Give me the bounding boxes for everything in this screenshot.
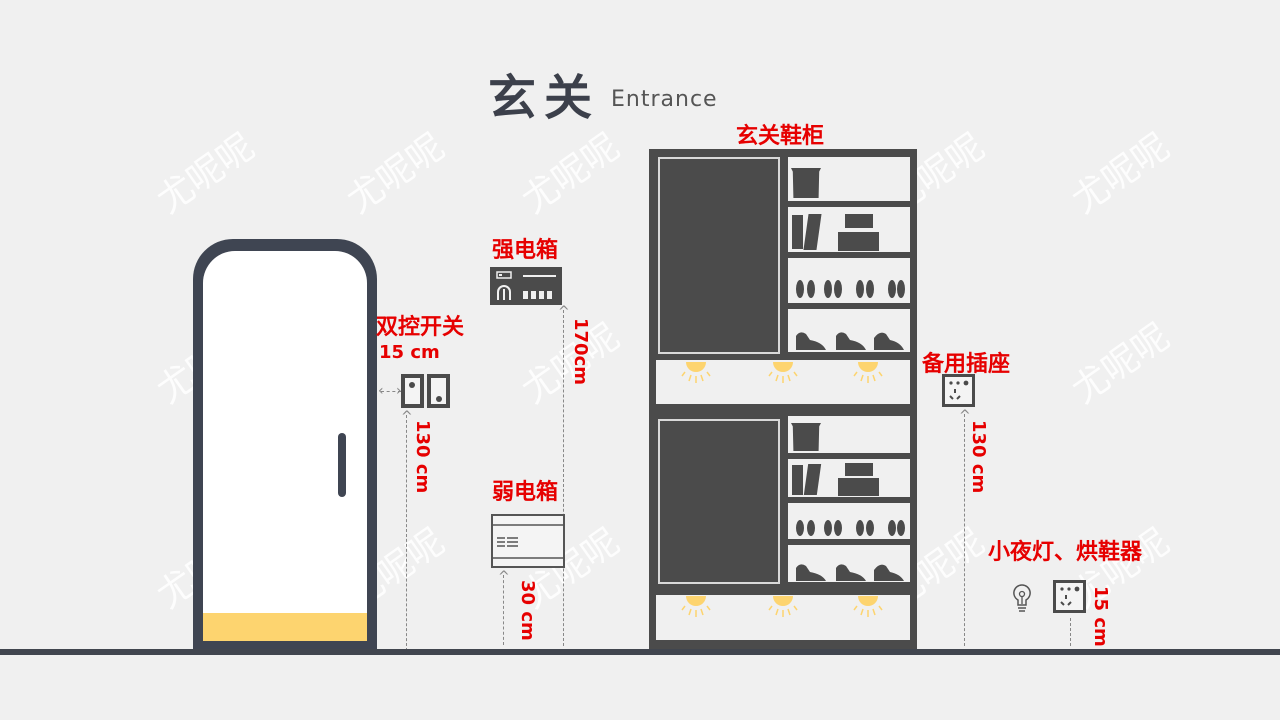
- double-switch-icon: [401, 374, 450, 408]
- power-box-height-label: 170cm: [570, 318, 591, 385]
- box-icon: [838, 232, 879, 251]
- ceiling-lamp-icon: [853, 362, 883, 383]
- books-icon: [792, 465, 803, 495]
- power-box-icon: [490, 267, 562, 305]
- page-subtitle: Entrance: [611, 87, 718, 112]
- weak-box-label: 弱电箱: [492, 480, 559, 505]
- arrow-up-icon: ^: [558, 304, 570, 320]
- arrow-up-icon: ^: [959, 408, 971, 424]
- switch-height-line: [406, 415, 407, 651]
- ceiling-lamp-icon: [681, 362, 711, 383]
- door-handle: [338, 433, 346, 497]
- weak-box-icon: [491, 514, 565, 568]
- switch-offset-label: 15 cm: [379, 342, 440, 363]
- watermark: 尤呢呢: [515, 126, 628, 222]
- floor-line: [0, 649, 1280, 655]
- light-bulb-icon: [1013, 584, 1031, 612]
- socket-icon: [942, 374, 975, 407]
- ceiling-lamp-icon: [768, 596, 798, 617]
- bucket-icon: [791, 423, 821, 451]
- slippers-icon: [794, 278, 906, 300]
- socket-height-line: [964, 414, 965, 646]
- watermark: 尤呢呢: [1065, 126, 1178, 222]
- cabinet-door-lower: [658, 419, 780, 584]
- arrow-left-icon: ‹: [378, 383, 384, 399]
- box-icon: [845, 214, 873, 228]
- watermark: 尤呢呢: [1065, 316, 1178, 412]
- shoes-icon: [794, 330, 906, 350]
- page-title: 玄关: [488, 70, 601, 126]
- watermark: 尤呢呢: [340, 126, 453, 222]
- night-light-label: 小夜灯、烘鞋器: [988, 540, 1143, 565]
- arrow-right-icon: ›: [396, 383, 402, 399]
- double-switch-label: 双控开关: [376, 315, 465, 340]
- weak-box-height-label: 30 cm: [517, 580, 538, 641]
- spare-socket-label: 备用插座: [922, 352, 1011, 377]
- arrow-up-icon: ^: [401, 409, 413, 425]
- books-icon: [792, 215, 803, 249]
- cabinet-door-upper: [658, 157, 780, 354]
- night-light-height-label: 15 cm: [1090, 586, 1111, 647]
- offset-dimension-line: [381, 391, 401, 392]
- power-box-label: 强电箱: [492, 238, 559, 263]
- door-panel: [203, 251, 367, 641]
- bucket-icon: [791, 168, 821, 198]
- ceiling-lamp-icon: [681, 596, 711, 617]
- ceiling-lamp-icon: [768, 362, 798, 383]
- socket-icon: [1053, 580, 1086, 613]
- power-box-height-line: [563, 310, 564, 646]
- box-icon: [838, 478, 879, 496]
- slippers-icon: [794, 518, 906, 538]
- shoe-cabinet-label: 玄关鞋柜: [736, 124, 825, 149]
- door-threshold: [203, 613, 367, 641]
- watermark: 尤呢呢: [515, 316, 628, 412]
- switch-height-label: 130 cm: [412, 420, 433, 494]
- arrow-up-icon: ^: [498, 569, 510, 585]
- weak-box-height-line: [503, 575, 504, 645]
- ceiling-lamp-icon: [853, 596, 883, 617]
- socket-height-label: 130 cm: [968, 420, 989, 494]
- door-icon: [193, 239, 377, 651]
- shoes-icon: [794, 562, 906, 581]
- night-light-height-line: [1070, 618, 1071, 646]
- watermark: 尤呢呢: [150, 126, 263, 222]
- box-icon: [845, 463, 873, 476]
